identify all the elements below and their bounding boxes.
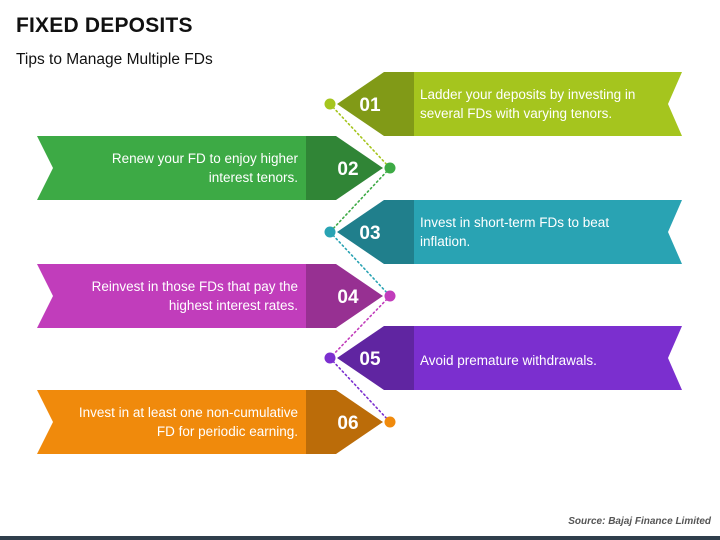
step-1-ribbon — [412, 72, 682, 136]
step-2-ribbon — [37, 136, 308, 200]
step-4-text: Reinvest in those FDs that pay the highe… — [91, 279, 298, 313]
step-3-ribbon — [412, 200, 682, 264]
step-band-6 — [37, 390, 383, 454]
connector-1-2 — [329, 103, 391, 169]
page-subtitle: Tips to Manage Multiple FDs — [16, 51, 213, 68]
step-4-arrowhead — [306, 264, 383, 328]
page-title: FIXED DEPOSITS — [16, 14, 193, 37]
step-1-text: Ladder your deposits by investing in sev… — [420, 87, 636, 121]
step-6-dot — [384, 416, 396, 428]
step-4-dot — [384, 290, 396, 302]
step-1-arrowhead — [337, 72, 414, 136]
step-6-ribbon — [37, 390, 308, 454]
step-3-arrowhead — [337, 200, 414, 264]
step-6-number: 06 — [337, 413, 358, 434]
step-2-arrowhead — [306, 136, 383, 200]
step-6-arrowhead — [306, 390, 383, 454]
step-band-5 — [337, 326, 682, 390]
step-band-1 — [337, 72, 682, 136]
step-numbers: 01 02 03 04 05 06 — [337, 95, 381, 434]
connector-4-5 — [329, 295, 391, 359]
connector-3-4 — [329, 231, 391, 297]
source-note: Source: Bajaj Finance Limited — [568, 516, 711, 527]
step-3-number: 03 — [359, 223, 380, 244]
step-5-text: Avoid premature withdrawals. — [420, 352, 597, 368]
step-6-text: Invest in at least one non-cumulative FD… — [78, 405, 298, 439]
step-5-number: 05 — [359, 349, 381, 370]
step-5-dot — [324, 352, 336, 364]
connector-2-3 — [329, 167, 391, 233]
dotted-connectors — [324, 98, 396, 428]
step-3-text: Invest in short-term FDs to beat inflati… — [420, 215, 610, 249]
bottom-bar — [0, 536, 720, 540]
step-band-2 — [37, 136, 383, 200]
step-2-number: 02 — [337, 159, 358, 180]
step-4-ribbon — [37, 264, 308, 328]
step-4-number: 04 — [337, 287, 359, 308]
step-3-dot — [324, 226, 336, 238]
step-5-ribbon — [412, 326, 682, 390]
step-1-number: 01 — [359, 95, 381, 116]
step-band-3 — [337, 200, 682, 264]
step-1-dot — [324, 98, 336, 110]
step-band-4 — [37, 264, 383, 328]
step-5-arrowhead — [337, 326, 414, 390]
step-2-dot — [384, 162, 396, 174]
connector-5-6 — [329, 357, 391, 423]
step-2-text: Renew your FD to enjoy higher interest t… — [111, 151, 298, 185]
step-bands — [37, 72, 682, 454]
